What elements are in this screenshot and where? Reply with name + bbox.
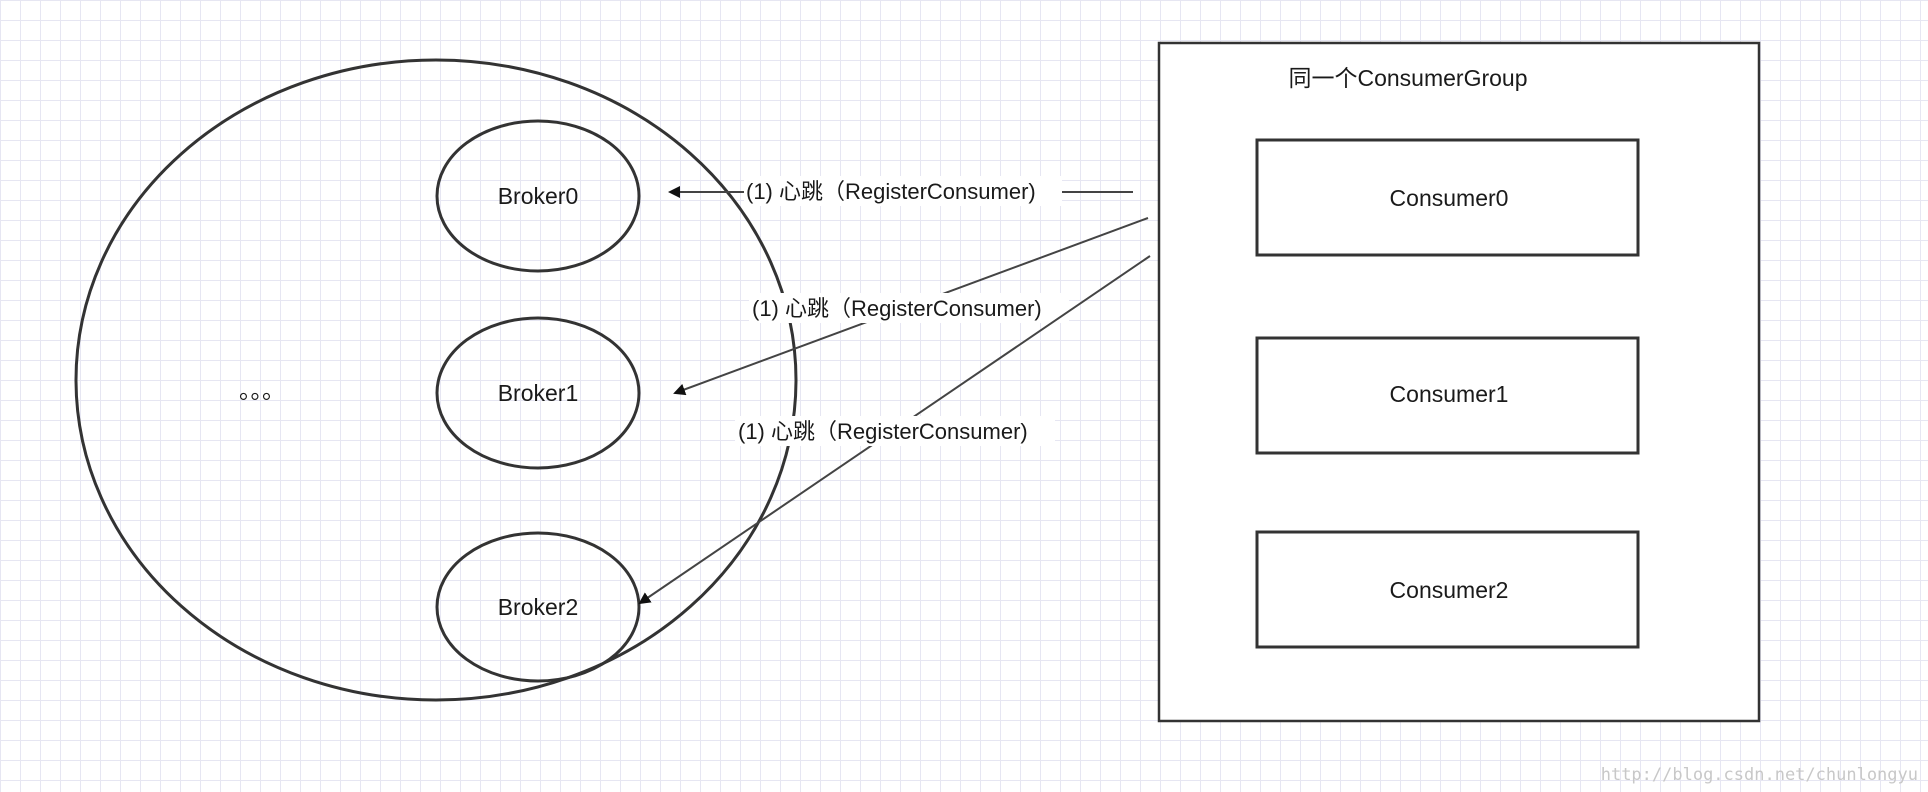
heartbeat-label-2: (1) 心跳（RegisterConsumer) <box>738 419 1028 444</box>
consumer0-label: Consumer0 <box>1390 185 1509 211</box>
consumer0-box <box>1255 138 1640 257</box>
heartbeat-edge-0: (1) 心跳（RegisterConsumer) <box>668 176 1133 206</box>
broker0-label: Broker0 <box>498 183 579 209</box>
broker2-label: Broker2 <box>498 594 579 620</box>
consumer-group-title: 同一个ConsumerGroup <box>1288 65 1527 91</box>
consumer1-box <box>1255 336 1640 455</box>
consumer-node-0: Consumer0 <box>1255 138 1640 257</box>
consumer1-label: Consumer1 <box>1390 381 1509 407</box>
broker-node-1: Broker1 <box>435 316 641 470</box>
consumer2-label: Consumer2 <box>1390 577 1509 603</box>
heartbeat-label-1: (1) 心跳（RegisterConsumer) <box>752 296 1042 321</box>
heartbeat-label-bg-0 <box>744 176 1062 206</box>
heartbeat-edge-1: (1) 心跳（RegisterConsumer) <box>673 217 1149 396</box>
heartbeat-label-0: (1) 心跳（RegisterConsumer) <box>746 179 1036 204</box>
cluster-ellipsis: 。。。 <box>239 377 285 403</box>
broker1-ellipse <box>435 316 641 470</box>
consumer-group: 同一个ConsumerGroup Consumer0 Consumer1 Con… <box>1157 41 1761 723</box>
heartbeat-label-bg-1 <box>749 293 1069 323</box>
heartbeat-edge-2: (1) 心跳（RegisterConsumer) <box>638 255 1151 605</box>
watermark-text: http://blog.csdn.net/chunlongyu <box>1601 765 1918 785</box>
broker2-ellipse <box>435 531 641 683</box>
consumer2-box <box>1255 530 1640 649</box>
consumer-node-2: Consumer2 <box>1255 530 1640 649</box>
broker1-label: Broker1 <box>498 380 579 406</box>
broker0-ellipse <box>435 119 641 273</box>
consumer-node-1: Consumer1 <box>1255 336 1640 455</box>
broker-node-2: Broker2 <box>435 531 641 683</box>
broker-node-0: Broker0 <box>435 119 641 273</box>
heartbeat-label-bg-2 <box>735 416 1055 446</box>
broker-cluster-ellipse <box>74 58 798 702</box>
